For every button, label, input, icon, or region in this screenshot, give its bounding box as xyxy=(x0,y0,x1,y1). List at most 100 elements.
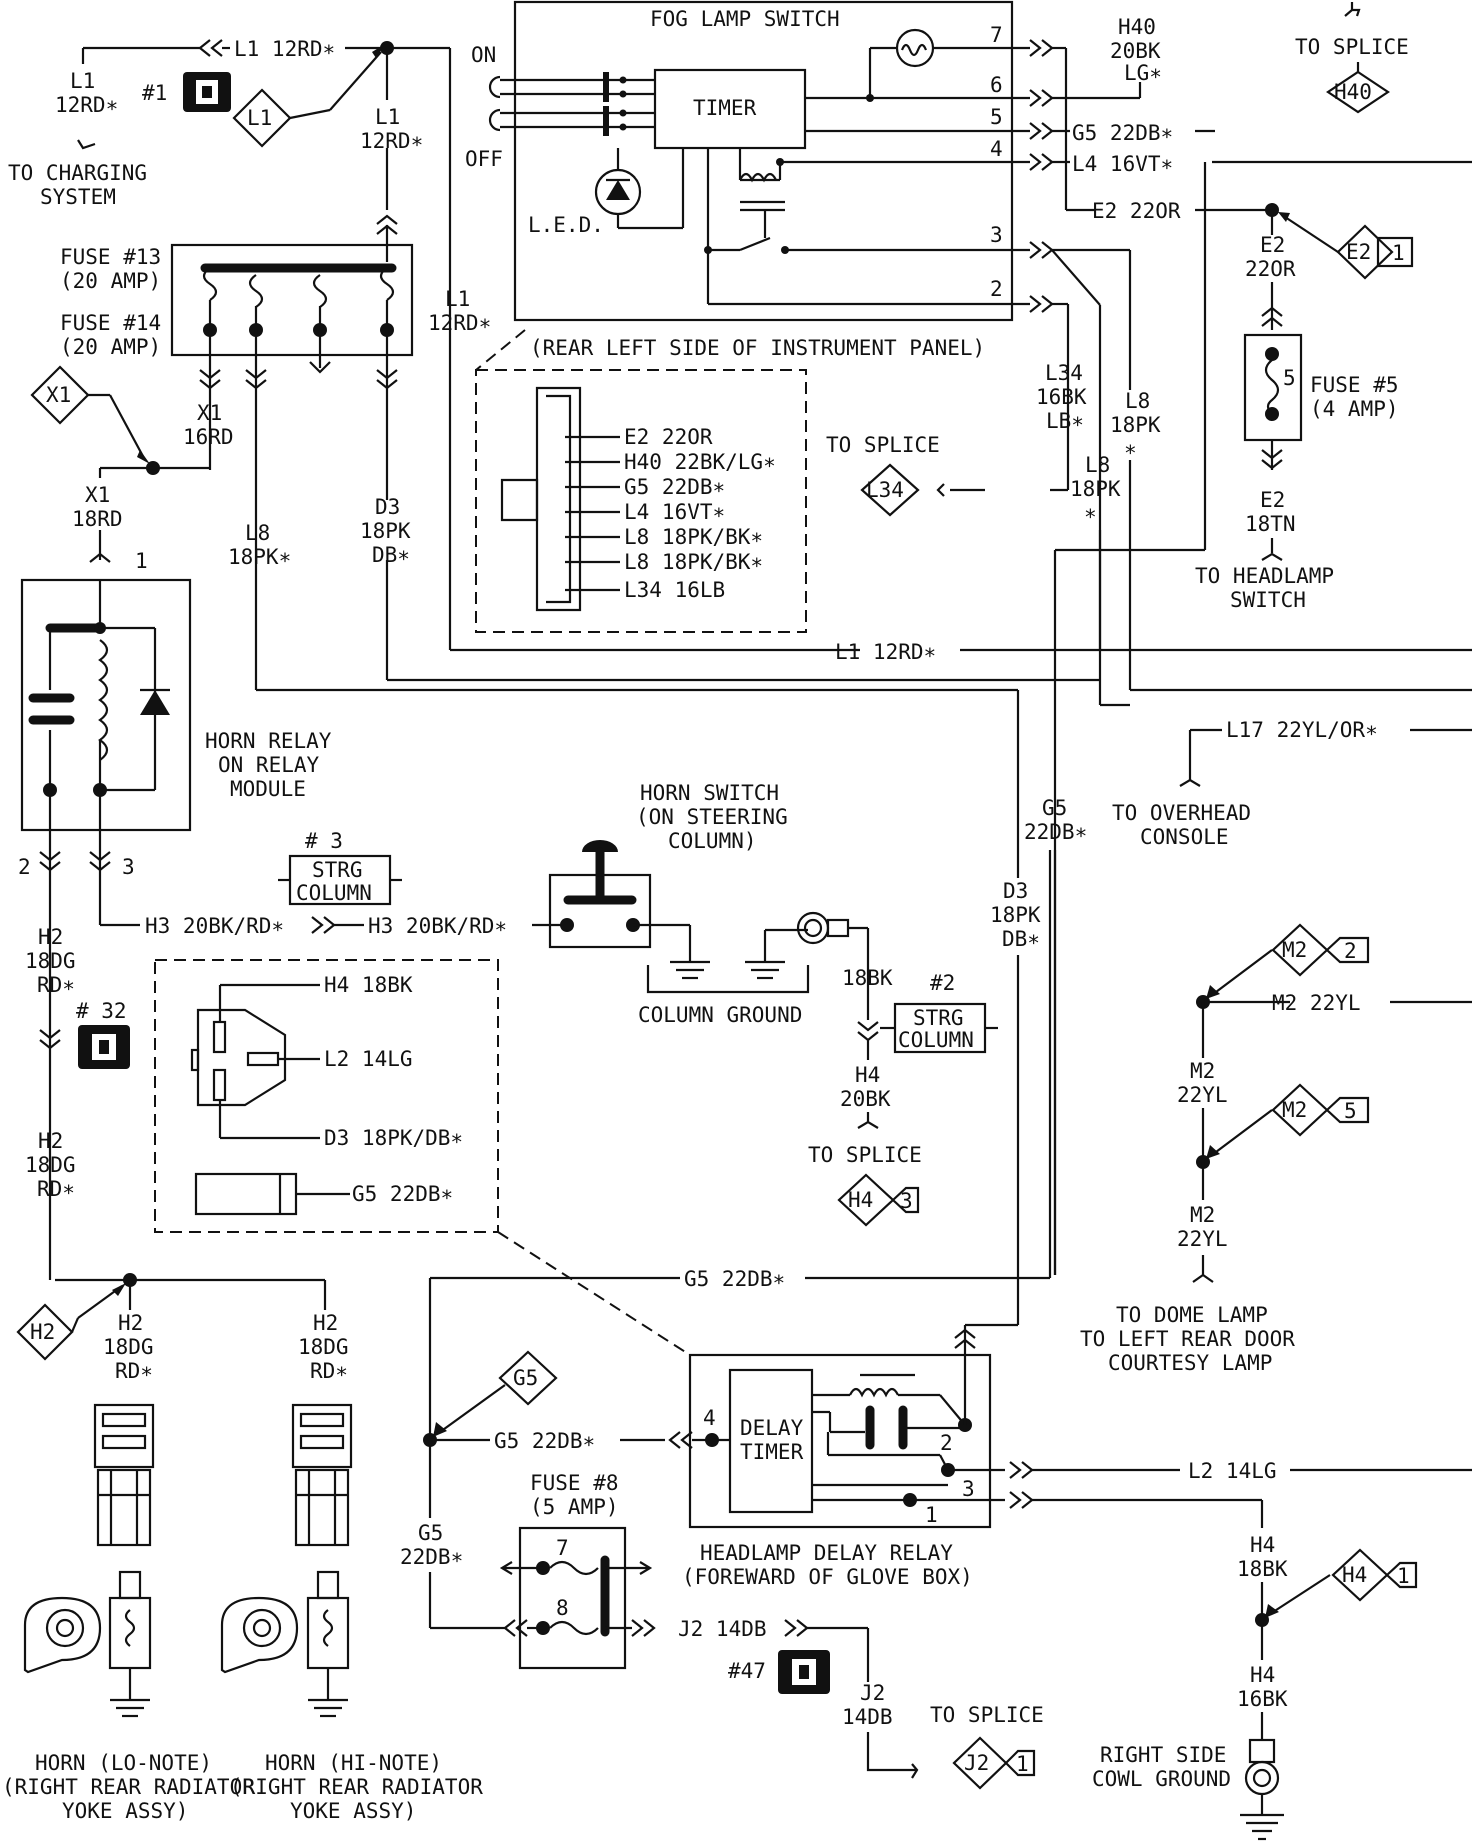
horn-lo-connector xyxy=(93,1403,155,1547)
splice-diamond-l34: L34 xyxy=(860,463,920,517)
delay-timer-2: TIMER xyxy=(740,1440,804,1464)
splice-diamond-x1: X1 xyxy=(30,365,110,425)
switch-contacts xyxy=(488,72,655,136)
wire-h3-b: H3 20BK/RD∗ xyxy=(368,914,507,938)
wire-e2-b2: 22OR xyxy=(1245,257,1296,281)
diamond-h2-label: H2 xyxy=(30,1320,55,1344)
on-label: ON xyxy=(471,43,496,67)
to-splice-h40: TO SPLICE xyxy=(1295,35,1409,59)
wire-g5-top: G5 22DB∗ xyxy=(1072,121,1173,145)
diamond-m2a-label: M2 xyxy=(1282,938,1307,962)
horn-switch-label-2: (ON STEERING xyxy=(636,805,788,829)
wire-h40-3: LG∗ xyxy=(1124,61,1162,85)
pin-g5: G5 22DB∗ xyxy=(624,475,725,499)
headlamp-delay-label-1: HEADLAMP DELAY RELAY xyxy=(700,1541,953,1565)
wire-h2-c: RD∗ xyxy=(37,973,75,997)
diamond-h4b-num: 1 xyxy=(1397,1564,1410,1588)
diamond-e2-num: 1 xyxy=(1392,241,1405,265)
plug-g5: G5 22DB∗ xyxy=(352,1182,453,1206)
relay-pin-2: 2 xyxy=(18,855,31,879)
wire-d3-mid-c: DB∗ xyxy=(1002,927,1040,951)
fuse5-pin: 5 xyxy=(1283,366,1296,390)
led-symbol xyxy=(594,148,685,230)
horn-hi-label-3: YOKE ASSY) xyxy=(290,1799,416,1823)
strg3-label-2: COLUMN xyxy=(296,881,372,905)
strg3-label-1: STRG xyxy=(312,858,363,882)
wire-h2-j: H2 xyxy=(313,1311,338,1335)
cowl-label-1: RIGHT SIDE xyxy=(1100,1743,1226,1767)
wire-m2-d: M2 xyxy=(1190,1203,1215,1227)
horn-switch-symbol xyxy=(548,840,652,949)
fog-pin-2: 2 xyxy=(990,277,1003,301)
diamond-m2b-num: 5 xyxy=(1344,1099,1357,1123)
horn-relay-box xyxy=(20,578,192,832)
wire-x1-d: 18RD xyxy=(72,507,123,531)
wire-h2-l: RD∗ xyxy=(310,1359,348,1383)
wire-l17: L17 22YL/OR∗ xyxy=(1226,718,1378,742)
wire-l1-left-b: 12RD∗ xyxy=(55,93,118,117)
pin-l4: L4 16VT∗ xyxy=(624,500,725,524)
to-charging-2: SYSTEM xyxy=(40,185,116,209)
wire-h40-1: H40 xyxy=(1118,15,1156,39)
fuse5-label-2: (4 AMP) xyxy=(1310,397,1399,421)
plug-l2: L2 14LG xyxy=(324,1047,413,1071)
wire-j2-b: J2 xyxy=(860,1681,885,1705)
relay-plug-drawing xyxy=(190,983,350,1216)
horn-hi-icon xyxy=(220,1570,350,1718)
pin-l8-1: L8 18PK/BK∗ xyxy=(624,525,763,549)
connector-32-label: # 32 xyxy=(76,999,127,1023)
headlamp-delay-label-2: (FOREWARD OF GLOVE BOX) xyxy=(682,1565,973,1589)
horn-hi-connector xyxy=(291,1403,353,1547)
wire-m2-e: 22YL xyxy=(1177,1227,1228,1251)
strg2-label-2: COLUMN xyxy=(898,1028,974,1052)
wire-l1-right-b: 12RD∗ xyxy=(428,311,491,335)
wire-j2-c: 14DB xyxy=(842,1705,893,1729)
wire-e2-top: E2 22OR xyxy=(1092,199,1181,223)
wire-h3-a: H3 20BK/RD∗ xyxy=(145,914,284,938)
fog-output-connectors xyxy=(1029,39,1054,313)
wire-l1-left-a: L1 xyxy=(70,69,95,93)
to-overhead-1: TO OVERHEAD xyxy=(1112,801,1251,825)
diamond-h4a-label: H4 xyxy=(848,1188,873,1212)
fog-pin-4: 4 xyxy=(990,137,1003,161)
horn-switch-label-1: HORN SWITCH xyxy=(640,781,779,805)
to-dome-2: TO LEFT REAR DOOR xyxy=(1080,1327,1295,1351)
horn-hi-label-1: HORN (HI-NOTE) xyxy=(265,1751,442,1775)
connector-detail-box xyxy=(475,369,807,633)
column-ground-label: COLUMN GROUND xyxy=(638,1003,802,1027)
diamond-l34-label: L34 xyxy=(866,478,904,502)
wire-d3-b: 18PK xyxy=(360,519,411,543)
strg3-num: # 3 xyxy=(305,829,343,853)
diamond-m2a-num: 2 xyxy=(1344,939,1357,963)
wire-h2-g: H2 xyxy=(118,1311,143,1335)
horn-lo-label-2: (RIGHT REAR RADIATOR xyxy=(2,1775,255,1799)
diamond-h4b-label: H4 xyxy=(1342,1563,1367,1587)
to-headlamp-switch-1: TO HEADLAMP xyxy=(1195,564,1334,588)
wire-g5-left: G5 22DB∗ xyxy=(494,1429,595,1453)
horn-relay-label-2: ON RELAY xyxy=(218,753,320,777)
wire-l8-g: 18PK xyxy=(1070,477,1121,501)
wire-h2-h: 18DG xyxy=(103,1335,154,1359)
rear-left-label: (REAR LEFT SIDE OF INSTRUMENT PANEL) xyxy=(530,336,985,360)
fuse8-box xyxy=(518,1526,627,1670)
wire-d3-c: DB∗ xyxy=(372,543,410,567)
wire-l8-e: ∗ xyxy=(1124,437,1137,461)
splice-diamond-j2: J2 1 xyxy=(952,1736,1036,1790)
headlamp-delay-relay-box xyxy=(688,1353,992,1529)
wire-l34-c: LB∗ xyxy=(1046,409,1084,433)
horn-relay-label-3: MODULE xyxy=(230,777,306,801)
timer-box xyxy=(653,68,807,150)
connector-32-icon xyxy=(78,1025,130,1069)
pin-l8-2: L8 18PK/BK∗ xyxy=(624,550,763,574)
horn-hi-label-2: (RIGHT REAR RADIATOR xyxy=(230,1775,483,1799)
fuse-block xyxy=(170,243,414,357)
fog-pin-7: 7 xyxy=(990,23,1003,47)
horn-lo-label-3: YOKE ASSY) xyxy=(62,1799,188,1823)
horn-switch-label-3: COLUMN) xyxy=(668,829,757,853)
wire-l2: L2 14LG xyxy=(1188,1459,1277,1483)
wire-h4-c: H4 xyxy=(1250,1533,1275,1557)
pin-l34: L34 16LB xyxy=(624,578,725,602)
wire-l8-c: L8 xyxy=(1125,389,1150,413)
fog-pin-5: 5 xyxy=(990,105,1003,129)
wire-g5-low: G5 22DB∗ xyxy=(684,1267,785,1291)
